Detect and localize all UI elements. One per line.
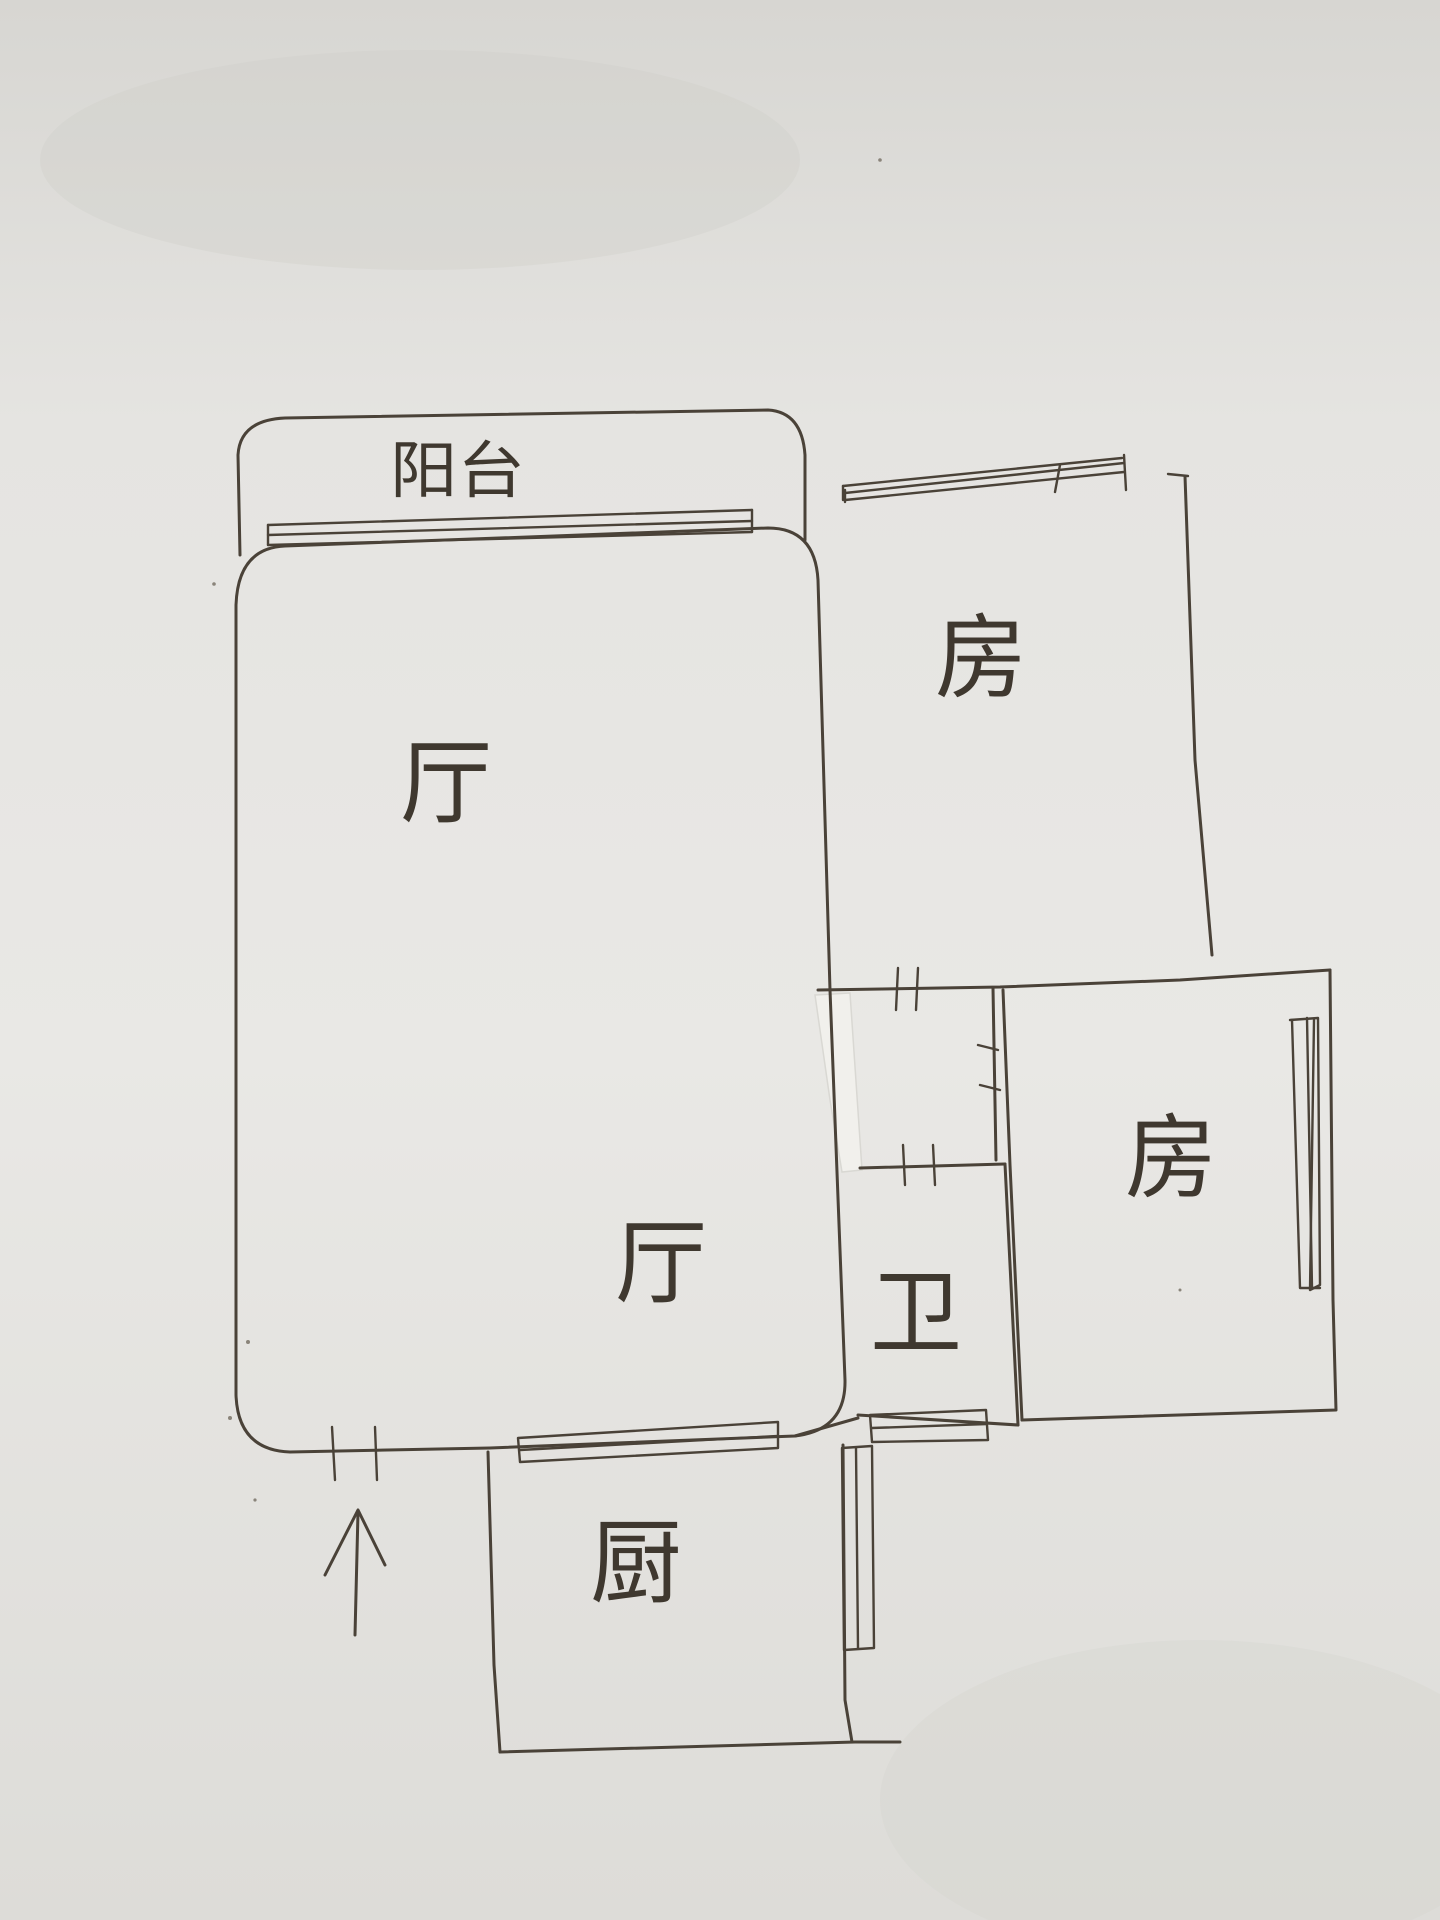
bathroom-label: 卫 — [870, 1260, 962, 1367]
balcony-outline — [236, 408, 807, 557]
bedroom-right-walls — [1001, 968, 1338, 1422]
kitchen-window-top — [516, 1420, 780, 1464]
tape-patch — [814, 992, 863, 1173]
bedroom-right-label: 房 — [1125, 1105, 1217, 1212]
living-room-label-upper: 厅 — [400, 730, 492, 837]
bedroom-upper-walls — [816, 472, 1332, 992]
living-room-outline — [234, 526, 847, 1454]
kitchen-label: 厨 — [590, 1510, 682, 1617]
bedroom-right-window — [1288, 1016, 1322, 1292]
balcony-label: 阳台 — [390, 434, 525, 507]
entrance-arrow-icon — [323, 1508, 387, 1637]
bedroom-upper-label: 房 — [935, 605, 1027, 712]
bathroom-walls — [856, 1162, 1020, 1427]
living-room-label-lower: 厅 — [615, 1210, 707, 1317]
kitchen-window-side — [840, 1444, 876, 1652]
paper-specks — [212, 158, 1182, 1502]
corridor-walls — [858, 966, 1007, 1170]
kitchen-walls — [486, 1416, 902, 1754]
paper-shading — [40, 50, 1440, 1920]
door-marks — [330, 1043, 1002, 1482]
balcony-window — [266, 508, 754, 547]
bedroom-upper-window — [841, 453, 1128, 504]
bathroom-window — [868, 1408, 990, 1444]
